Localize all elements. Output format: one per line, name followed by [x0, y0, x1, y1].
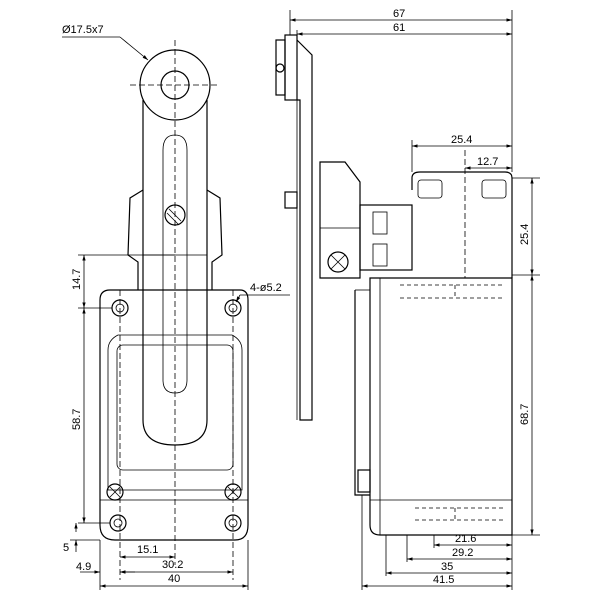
dim-58-7: 58.7 [71, 409, 83, 430]
side-clip [357, 469, 371, 493]
dim-15-1: 15.1 [137, 544, 158, 556]
front-cover [116, 344, 234, 471]
dim-25-4-top: 25.4 [451, 134, 472, 146]
mount-hole-bottom-left [109, 514, 127, 532]
side-dimensions: 67 61 25.4 12.7 25.4 68.7 21.6 29.2 35 [289, 8, 540, 590]
dim-68-7: 68.7 [519, 404, 531, 425]
side-main-body [369, 277, 513, 536]
dim-21-6: 21.6 [455, 533, 476, 545]
lever-set-screw [284, 191, 298, 209]
dim-29-2: 29.2 [452, 547, 473, 559]
dim-41-5: 41.5 [433, 574, 454, 586]
front-view [99, 40, 249, 580]
lever-side-profile [296, 39, 313, 421]
side-plunger-housing [359, 204, 413, 271]
side-view [275, 34, 513, 536]
head-left [127, 189, 144, 290]
dim-holes: 4-ø5.2 [250, 282, 282, 294]
dim-30-2: 30.2 [162, 559, 183, 571]
plunger-lower [372, 243, 388, 267]
dim-40: 40 [168, 573, 180, 585]
dim-35: 35 [441, 561, 453, 573]
cover-screw-left [106, 483, 124, 501]
front-body-inner [107, 334, 243, 491]
side-head-screw [327, 251, 349, 273]
front-dimensions: Ø17.5x7 4-ø5.2 14.7 58.7 5 15.1 4.9 30.2 [62, 24, 290, 590]
front-body [99, 289, 249, 541]
dim-12-7: 12.7 [477, 156, 498, 168]
dim-roller: Ø17.5x7 [62, 24, 104, 36]
dim-5: 5 [63, 542, 69, 554]
lever-slot [162, 134, 188, 394]
head-right [206, 189, 223, 290]
plunger-upper [372, 211, 388, 235]
side-body-flange [354, 290, 370, 496]
dim-67: 67 [393, 8, 405, 20]
roller-side [284, 34, 298, 101]
side-head [319, 161, 361, 279]
dim-14-7: 14.7 [71, 269, 83, 290]
dim-4-9: 4.9 [76, 561, 91, 573]
side-top-block [411, 171, 513, 278]
dim-25-4-side: 25.4 [519, 224, 531, 245]
dim-61: 61 [393, 22, 405, 34]
